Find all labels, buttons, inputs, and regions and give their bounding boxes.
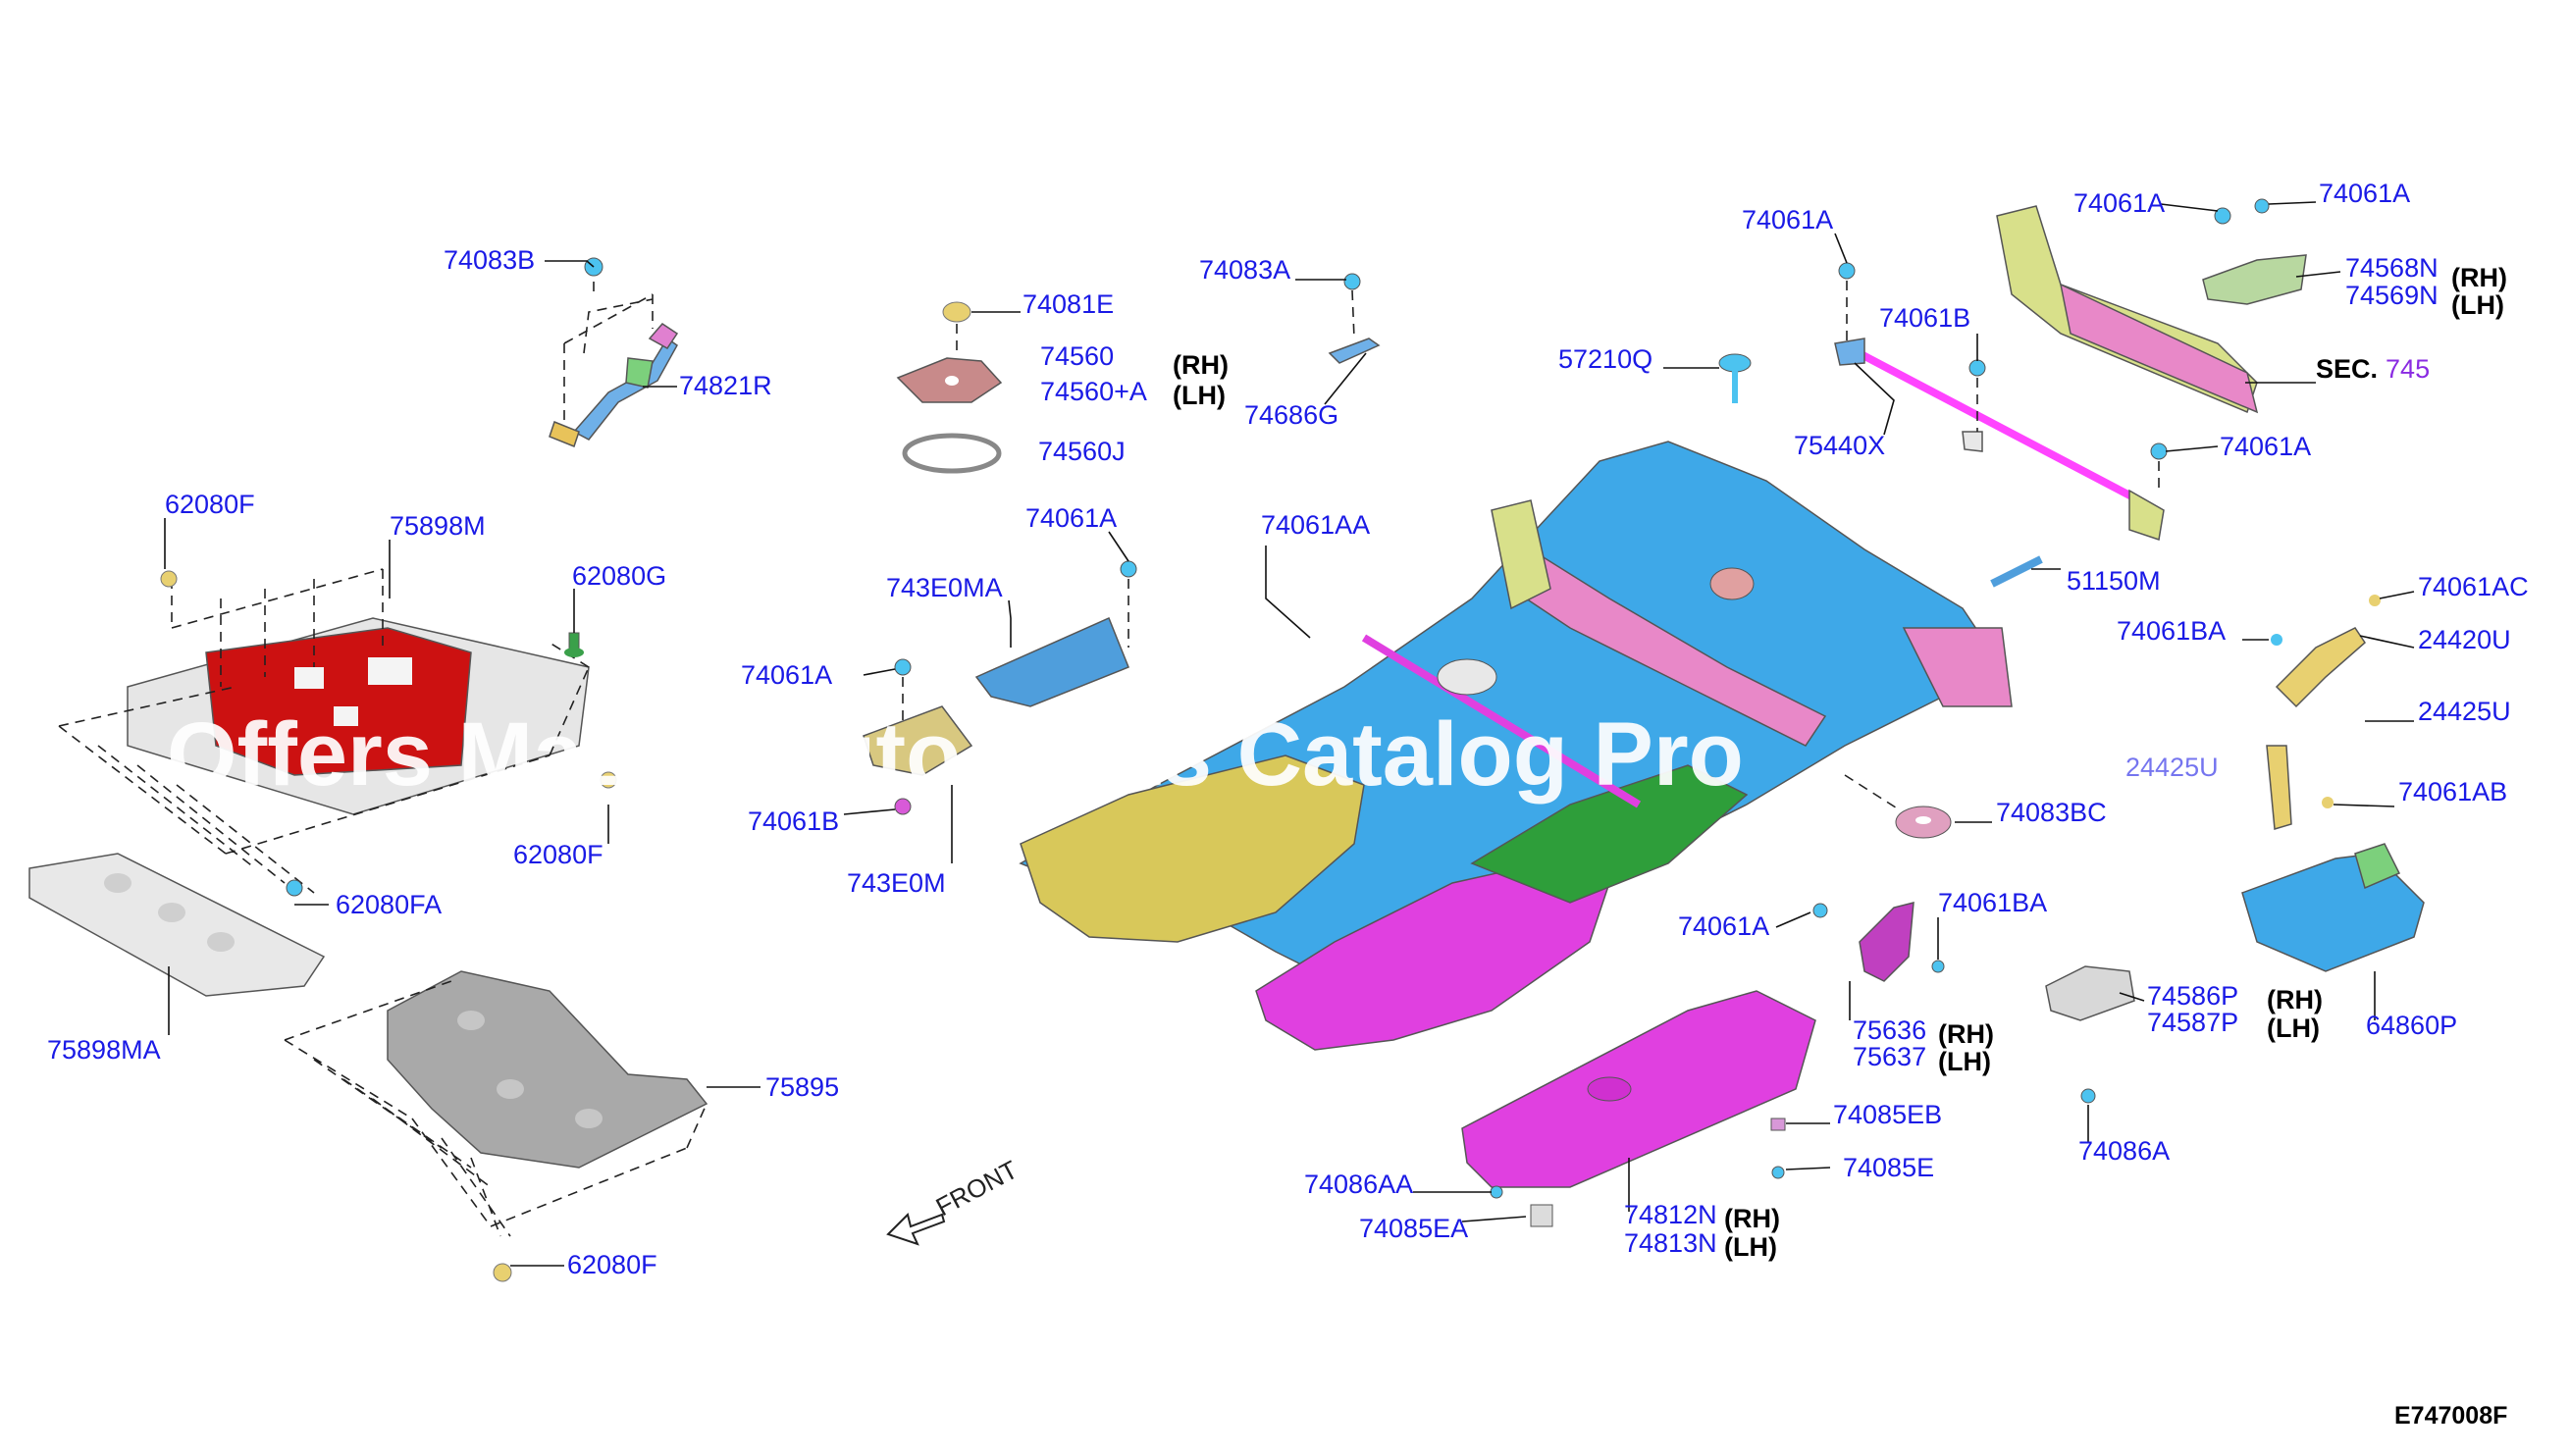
plug-74081E[interactable] [942, 301, 971, 323]
part-label-74560J[interactable]: 74560J [1038, 437, 1126, 466]
part-label-74586P[interactable]: 74586P [2147, 981, 2238, 1011]
part-label-24425U-partial[interactable]: 24425U [2125, 753, 2219, 782]
lh-mark: (LH) [2451, 290, 2504, 320]
plug-74083BC[interactable] [1895, 806, 1952, 839]
rh-mark: (RH) [1724, 1204, 1780, 1233]
part-label-74587P[interactable]: 74587P [2147, 1008, 2238, 1037]
bracket-74586P[interactable] [2045, 965, 2135, 1104]
part-label-74086A[interactable]: 74086A [2078, 1136, 2170, 1166]
part-label-74812N[interactable]: 74812N [1624, 1200, 1717, 1229]
part-label-74061A-bottom[interactable]: 74061A [1678, 911, 1769, 941]
part-label-62080F-top[interactable]: 62080F [165, 490, 255, 519]
sec-prefix: SEC. [2316, 354, 2378, 384]
part-label-74061AC[interactable]: 74061AC [2418, 572, 2529, 601]
undercover-75898MA[interactable] [28, 853, 326, 997]
part-label-74061A-top3[interactable]: 74061A [2319, 179, 2410, 208]
bracket-64860P[interactable] [2241, 843, 2425, 972]
part-label-75636[interactable]: 75636 [1853, 1015, 1926, 1045]
part-label-74061AA[interactable]: 74061AA [1261, 510, 1370, 540]
part-label-74821R[interactable]: 74821R [679, 371, 772, 400]
rh-mark: (RH) [2451, 263, 2507, 292]
rh-mark: (RH) [1173, 350, 1229, 380]
part-label-74085EA[interactable]: 74085EA [1359, 1214, 1468, 1243]
part-label-74083B[interactable]: 74083B [444, 245, 535, 275]
part-label-74813N[interactable]: 74813N [1624, 1228, 1717, 1258]
lh-mark: (LH) [1724, 1232, 1777, 1262]
sec-number[interactable]: 745 [2386, 354, 2430, 384]
bracket-743E0MA[interactable] [974, 560, 1137, 707]
part-label-74085E[interactable]: 74085E [1843, 1153, 1934, 1182]
bolt-57210Q[interactable] [1718, 353, 1752, 403]
part-label-74560A[interactable]: 74560+A [1040, 377, 1147, 406]
undercover-75895[interactable] [387, 970, 708, 1169]
cover-74812N[interactable] [1461, 990, 1816, 1188]
part-label-74061BA-bottom[interactable]: 74061BA [1938, 888, 2047, 917]
floor-assembly[interactable] [1019, 441, 2013, 1051]
part-label-74061BA-right[interactable]: 74061BA [2117, 616, 2226, 646]
part-label-75898M[interactable]: 75898M [390, 511, 486, 541]
part-label-51150M[interactable]: 51150M [2067, 566, 2161, 596]
part-label-75895[interactable]: 75895 [765, 1072, 839, 1102]
part-label-62080F-mid[interactable]: 62080F [513, 840, 603, 869]
part-label-75440X[interactable]: 75440X [1794, 431, 1885, 460]
section-ref[interactable]: SEC. 745 [2316, 354, 2430, 384]
insulator-75898M[interactable] [127, 617, 590, 815]
part-label-74569N[interactable]: 74569N [2345, 281, 2439, 310]
front-arrow-icon [886, 1213, 946, 1246]
part-label-75637[interactable]: 75637 [1853, 1042, 1926, 1071]
part-label-743E0MA[interactable]: 743E0MA [886, 573, 1003, 602]
fastener-clip-icon [160, 257, 617, 1282]
part-label-62080F-bottom[interactable]: 62080F [567, 1250, 657, 1279]
lh-mark: (LH) [1173, 381, 1226, 410]
part-label-62080G[interactable]: 62080G [572, 561, 666, 591]
fastener-clip-icon [1490, 1118, 1786, 1227]
bracket-75636[interactable] [1812, 902, 1945, 982]
part-label-74686G[interactable]: 74686G [1244, 400, 1338, 430]
part-label-74083BC[interactable]: 74083BC [1996, 798, 2107, 827]
bracket-743E0M[interactable] [863, 658, 973, 815]
part-label-74085EB[interactable]: 74085EB [1833, 1100, 1942, 1129]
part-label-74560[interactable]: 74560 [1040, 341, 1114, 371]
seal-74560J[interactable] [902, 433, 1002, 474]
part-label-75898MA[interactable]: 75898MA [47, 1035, 161, 1065]
part-label-74061B-left[interactable]: 74061B [748, 806, 839, 836]
bracket-24425U[interactable] [2266, 745, 2334, 830]
rh-mark: (RH) [1938, 1019, 1994, 1049]
part-label-74061A-left[interactable]: 74061A [741, 660, 832, 690]
cover-74560[interactable] [896, 357, 1003, 403]
bolt-51150M[interactable] [1990, 555, 2043, 588]
part-label-74061A-center[interactable]: 74061A [1025, 503, 1117, 533]
part-label-64860P[interactable]: 64860P [2366, 1011, 2457, 1040]
part-label-74061AB[interactable]: 74061AB [2398, 777, 2507, 806]
bracket-74821R[interactable] [549, 323, 679, 447]
part-label-743E0M[interactable]: 743E0M [847, 868, 946, 898]
front-label: FRONT [931, 1155, 1023, 1222]
watermark-text: Offers Mazda Auto Parts Catalog Pro [167, 704, 1744, 805]
part-label-74061A-top1[interactable]: 74061A [1742, 205, 1833, 234]
part-label-74081E[interactable]: 74081E [1023, 289, 1114, 319]
part-label-24425U[interactable]: 24425U [2418, 697, 2511, 726]
part-label-74086AA[interactable]: 74086AA [1304, 1170, 1413, 1199]
lh-mark: (LH) [2267, 1014, 2320, 1043]
crossmember-75440X[interactable] [1834, 262, 2168, 541]
part-label-57210Q[interactable]: 57210Q [1558, 344, 1652, 374]
bracket-74686G[interactable] [1328, 273, 1381, 364]
part-label-62080FA[interactable]: 62080FA [336, 890, 442, 919]
rh-mark: (RH) [2267, 985, 2323, 1014]
bracket-24420U[interactable] [2271, 595, 2381, 708]
part-label-74083A[interactable]: 74083A [1199, 255, 1290, 285]
part-label-74061A-top2[interactable]: 74061A [2073, 188, 2165, 218]
part-label-74061A-right[interactable]: 74061A [2220, 432, 2311, 461]
diagram-code: E747008F [2394, 1402, 2507, 1430]
part-label-74061B-top[interactable]: 74061B [1879, 303, 1970, 333]
sidemember-sec-745[interactable] [1996, 198, 2307, 414]
part-label-74568N[interactable]: 74568N [2345, 253, 2439, 283]
lh-mark: (LH) [1938, 1047, 1991, 1076]
part-label-24420U[interactable]: 24420U [2418, 625, 2511, 654]
